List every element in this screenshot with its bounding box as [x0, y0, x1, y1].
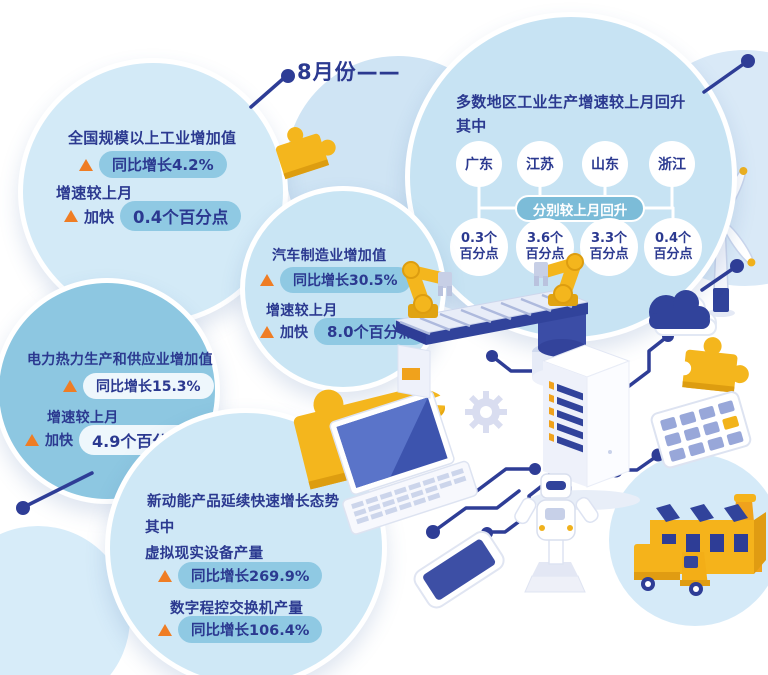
factory-truck-icon	[634, 494, 766, 596]
bubble-new-momentum: 新动能产品延续快速增长态势 其中 虚拟现实设备产量 同比增长269.9% 数字程…	[105, 408, 387, 675]
bubble-title: 电力热力生产和供应业增加值	[27, 352, 213, 368]
item1-pill: 同比增长269.9%	[178, 562, 323, 589]
humanoid-robot-icon	[514, 473, 599, 593]
bubble-regions: 多数地区工业生产增速较上月回升 其中 广东 江苏 山东 浙江 分别较上月回升 0…	[405, 12, 737, 342]
bubble-title: 全国规模以上工业增加值	[68, 129, 237, 147]
up-triangle-icon	[158, 623, 172, 636]
smartphone-icon	[413, 530, 505, 609]
up-triangle-icon	[79, 158, 93, 171]
rebound-pill: 分别较上月回升	[515, 195, 645, 222]
month-header: 8月份——	[297, 60, 401, 84]
rebound-value: 0.3个	[460, 230, 498, 246]
rebound-value: 3.3个	[590, 230, 628, 246]
pace-pill: 8.0个百分点	[314, 318, 427, 345]
up-triangle-icon	[158, 569, 172, 582]
up-triangle-icon	[260, 274, 274, 286]
up-triangle-icon	[25, 434, 39, 446]
faster-label: 加快	[280, 324, 308, 341]
province-circle: 江苏	[517, 141, 563, 187]
rebound-value-circle: 0.3个 百分点	[450, 218, 508, 276]
faster-label: 加快	[84, 207, 115, 226]
province-circle: 山东	[582, 141, 628, 187]
rebound-value-circle: 0.4个 百分点	[644, 218, 702, 276]
bubble-title: 汽车制造业增加值	[272, 248, 387, 264]
among-label: 其中	[145, 520, 175, 536]
up-triangle-icon	[260, 325, 274, 338]
rebound-unit: 百分点	[653, 247, 693, 262]
yoy-pill: 同比增长15.3%	[83, 373, 214, 399]
pace-label: 增速较上月	[56, 184, 133, 202]
bg-blob	[609, 454, 768, 626]
yoy-pill: 同比增长4.2%	[99, 151, 227, 178]
gear-icon	[465, 391, 507, 433]
item2-pill: 同比增长106.4%	[178, 616, 323, 643]
rebound-value: 3.6个	[526, 230, 564, 246]
rebound-unit: 百分点	[459, 247, 499, 262]
pace-label: 增速较上月	[47, 410, 119, 426]
province-circle: 广东	[456, 141, 502, 187]
province-circle: 浙江	[649, 141, 695, 187]
pace-pill: 0.4个百分点	[120, 201, 242, 231]
server-tower-icon	[530, 344, 640, 510]
rebound-value-circle: 3.6个 百分点	[516, 218, 574, 276]
item1-label: 虚拟现实设备产量	[145, 546, 264, 562]
item2-label: 数字程控交换机产量	[170, 601, 304, 617]
calculator-icon	[650, 391, 752, 469]
yoy-pill: 同比增长30.5%	[280, 267, 411, 293]
bubble-auto-manufacturing: 汽车制造业增加值 同比增长30.5% 增速较上月 加快 8.0个百分点	[240, 186, 446, 392]
puzzle-piece-icon	[677, 337, 749, 393]
rebound-value: 0.4个	[654, 230, 692, 246]
bubble-title: 新动能产品延续快速增长态势	[147, 494, 340, 510]
rebound-value-circle: 3.3个 百分点	[580, 218, 638, 276]
pace-label: 增速较上月	[266, 303, 338, 319]
faster-label: 加快	[45, 433, 73, 449]
rebound-unit: 百分点	[589, 247, 629, 262]
bubble-power-heat: 电力热力生产和供应业增加值 同比增长15.3% 增速较上月 加快 4.9个百分点	[0, 278, 220, 504]
up-triangle-icon	[63, 380, 77, 392]
rebound-unit: 百分点	[525, 247, 565, 262]
pie-ring-icon	[391, 389, 452, 423]
up-triangle-icon	[64, 210, 78, 222]
